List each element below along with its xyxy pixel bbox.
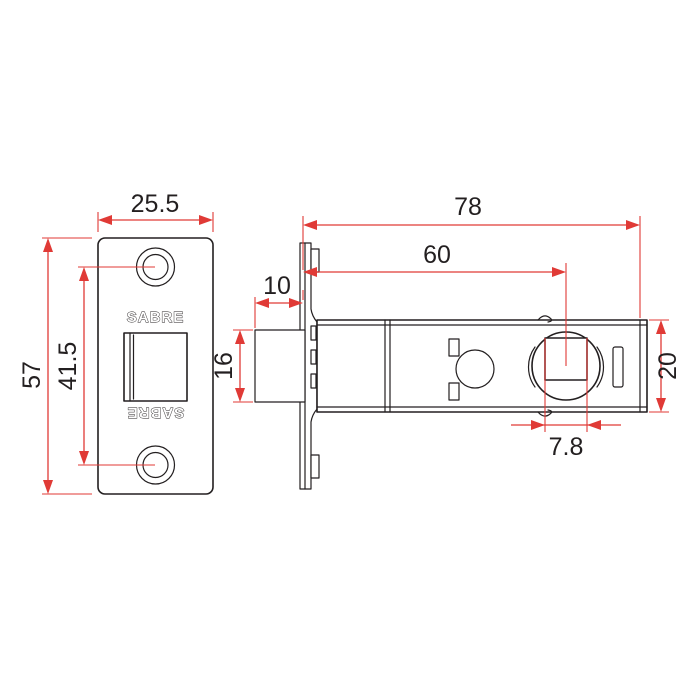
dimension-backset: 60 [302,240,567,366]
dimension-overall-length-label: 78 [454,193,482,221]
dimension-screw-centres: 41.5 [54,266,155,466]
dimension-faceplate-height-label: 57 [18,361,46,389]
body-end-slot [612,346,624,388]
dimension-faceplate-height: 57 [18,237,92,495]
dimension-faceplate-width-label: 25.5 [131,190,180,218]
dimension-spindle-size-label: 7.8 [549,433,584,461]
brand-label-top: SABRE [127,309,185,326]
dimension-backset-label: 60 [423,241,451,269]
front-view-group: SABRE SABRE [97,237,214,495]
latch-bolt-side [254,329,306,403]
dimension-body-height: 20 [649,319,682,413]
dimension-overall-length: 78 [302,193,641,318]
brand-label-bottom: SABRE [127,404,185,421]
latch-bolt-aperture [123,332,188,402]
side-view-group [254,242,648,490]
case-spring-marks [537,315,553,417]
latch-body [316,319,648,413]
dimension-bolt-projection: 10 [254,272,304,328]
dimension-bolt-height: 16 [210,329,253,403]
dimension-screw-centres-label: 41.5 [54,342,82,391]
dimension-spindle-size: 7.8 [511,338,621,461]
body-fixing-holes [448,338,495,401]
dimension-bolt-height-label: 16 [210,352,238,380]
dimension-bolt-projection-label: 10 [263,272,291,300]
dimension-body-height-label: 20 [654,352,682,380]
dimension-faceplate-width: 25.5 [97,190,214,232]
